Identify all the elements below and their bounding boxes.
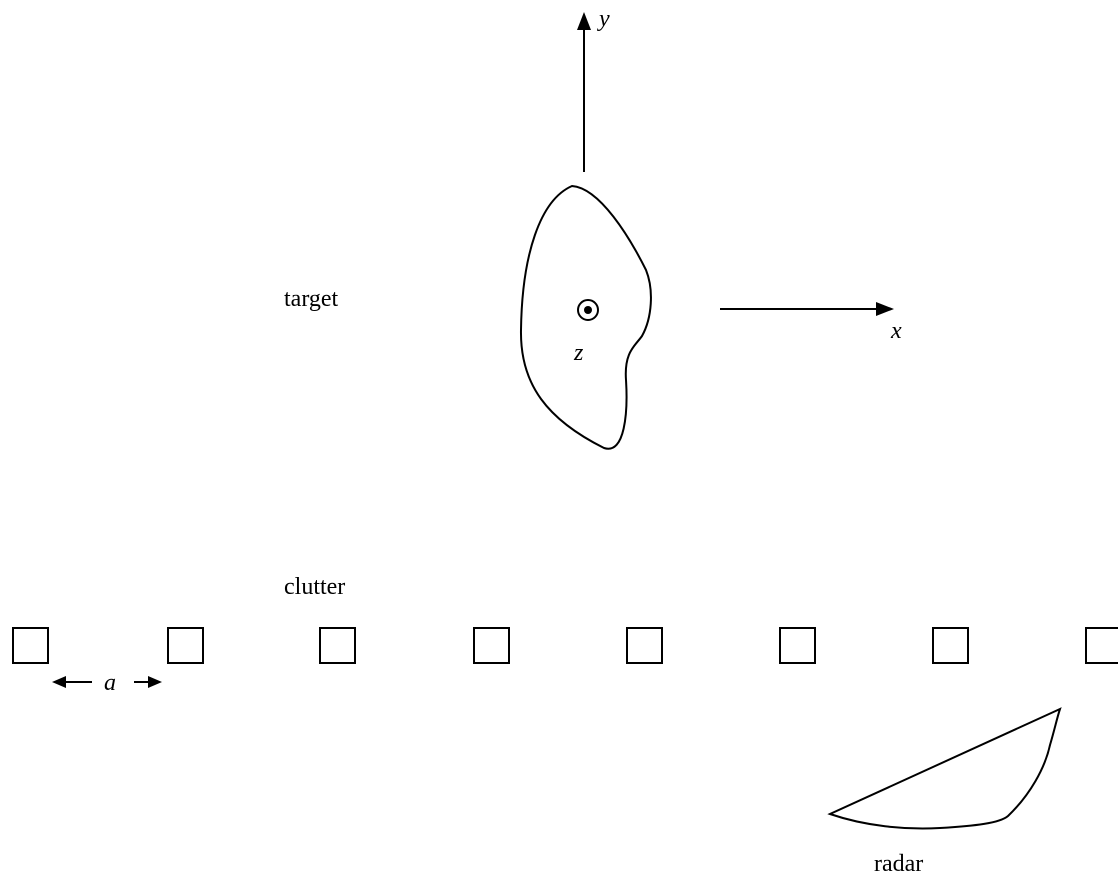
spacing-dimension xyxy=(52,676,162,688)
clutter-element xyxy=(167,627,204,664)
clutter-element xyxy=(1085,627,1118,664)
clutter-label: clutter xyxy=(284,574,345,600)
clutter-element xyxy=(779,627,816,664)
clutter-element xyxy=(932,627,969,664)
clutter-element xyxy=(319,627,356,664)
clutter-element xyxy=(626,627,663,664)
clutter-element xyxy=(473,627,510,664)
clutter-row xyxy=(12,627,1118,664)
y-axis xyxy=(577,12,591,172)
target-label: target xyxy=(284,286,339,312)
x-axis-label: x xyxy=(890,318,902,344)
z-axis-label: z xyxy=(573,340,584,366)
z-axis-out-of-page-icon xyxy=(577,299,599,321)
radar-shape xyxy=(827,707,1062,830)
radar-label: radar xyxy=(874,851,923,876)
x-axis xyxy=(720,302,894,316)
clutter-element xyxy=(12,627,49,664)
spacing-label: a xyxy=(104,670,116,696)
y-axis-label: y xyxy=(597,6,610,32)
